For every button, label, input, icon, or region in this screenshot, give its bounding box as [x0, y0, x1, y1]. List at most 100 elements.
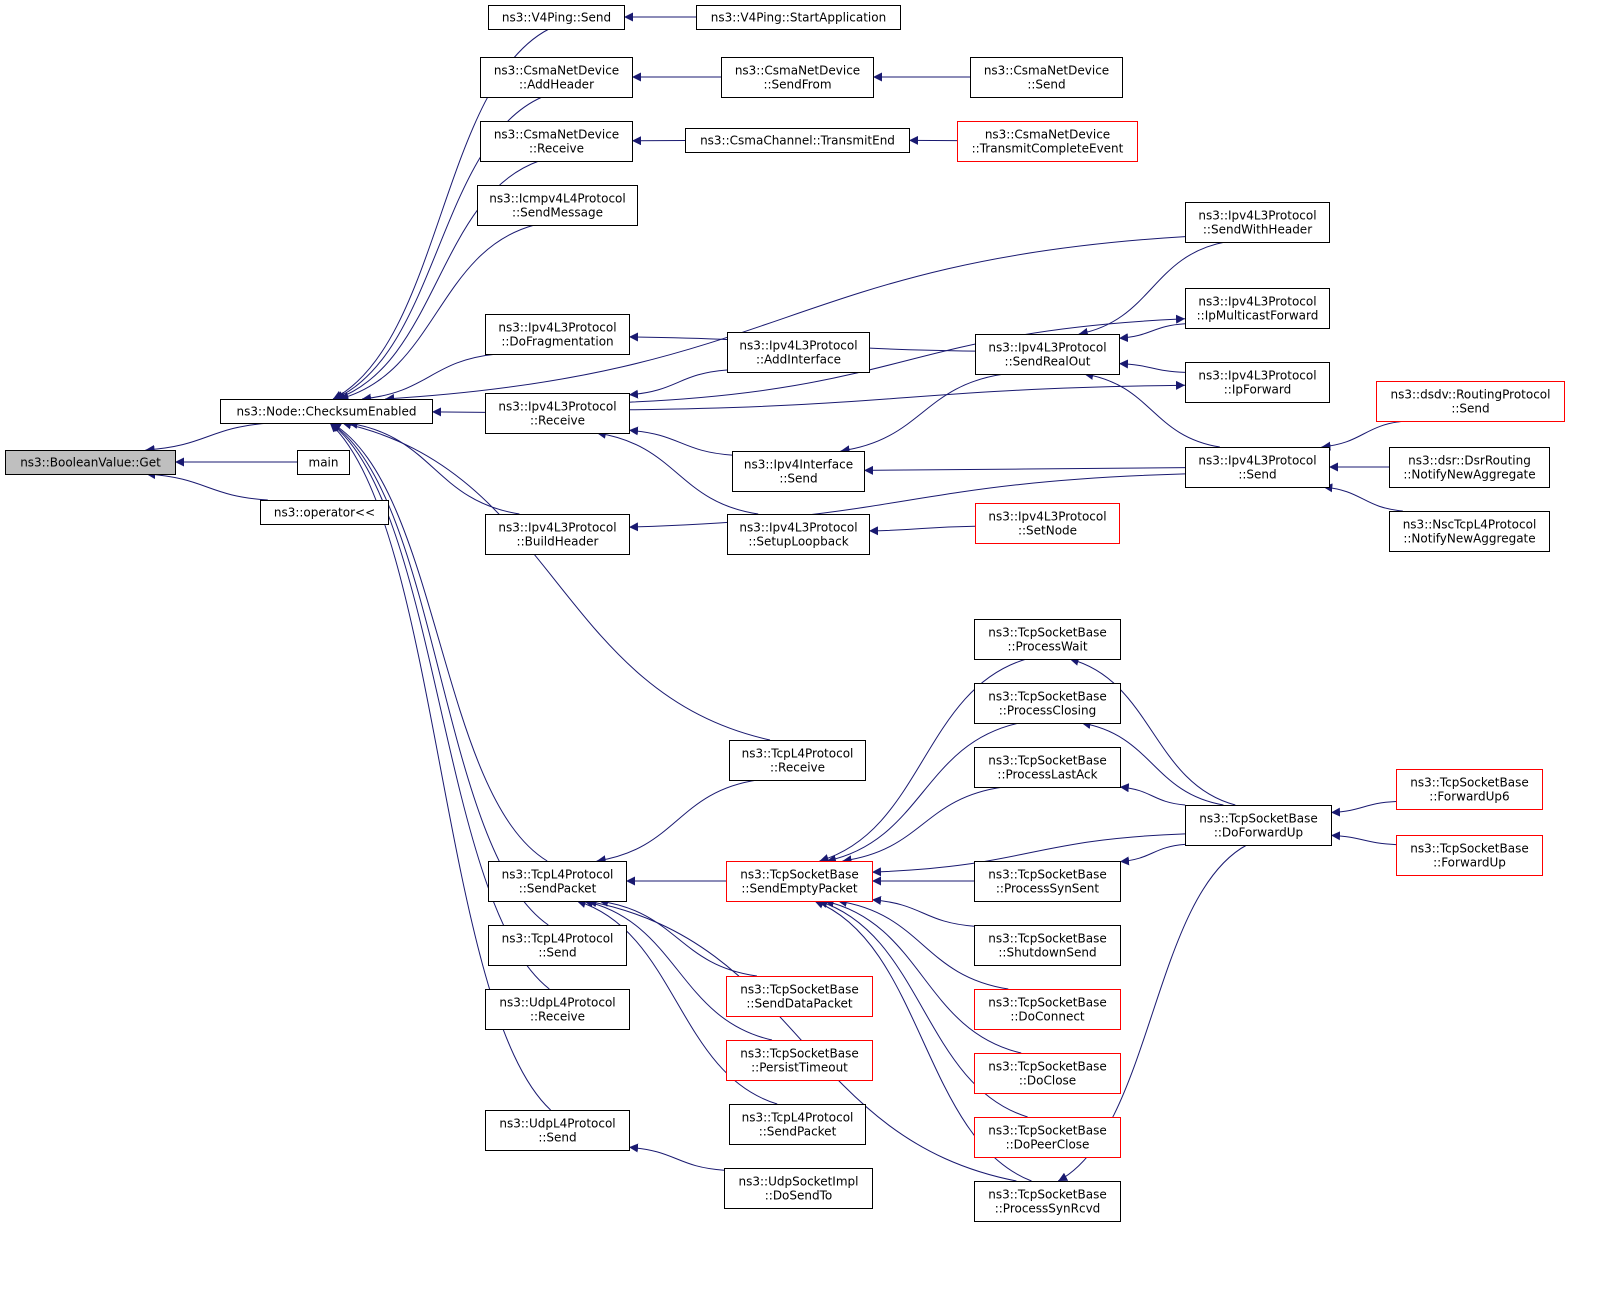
node-box[interactable] [726, 976, 873, 1017]
node-box[interactable] [727, 514, 870, 555]
node-ipv4l3-setuploopback[interactable]: ns3::Ipv4L3Protocol::SetupLoopback [727, 514, 870, 555]
node-box[interactable] [477, 185, 638, 226]
node-v4ping-send[interactable]: ns3::V4Ping::Send [488, 5, 625, 30]
node-tcpsb-doforwardup[interactable]: ns3::TcpSocketBase::DoForwardUp [1185, 805, 1332, 846]
node-box[interactable] [480, 57, 633, 98]
node-csma-send[interactable]: ns3::CsmaNetDevice::Send [970, 57, 1123, 98]
node-tcpsb-senddatapacket[interactable]: ns3::TcpSocketBase::SendDataPacket [726, 976, 873, 1017]
node-box[interactable] [480, 121, 633, 162]
node-box[interactable] [1389, 447, 1550, 488]
node-box[interactable] [1185, 202, 1330, 243]
node-box[interactable] [974, 683, 1121, 724]
node-node-checksumenabled[interactable]: ns3::Node::ChecksumEnabled [220, 399, 433, 424]
node-box[interactable] [488, 861, 627, 902]
node-box[interactable] [485, 393, 630, 434]
node-box[interactable] [726, 1040, 873, 1081]
node-box[interactable] [974, 747, 1121, 788]
node-tcpsb-shutdownsend[interactable]: ns3::TcpSocketBase::ShutdownSend [974, 925, 1121, 966]
node-tcpsb-processsynrcvd[interactable]: ns3::TcpSocketBase::ProcessSynRcvd [974, 1181, 1121, 1222]
node-box[interactable] [485, 514, 630, 555]
node-ipv4l3-setnode[interactable]: ns3::Ipv4L3Protocol::SetNode [975, 503, 1120, 544]
node-ipv4l3-receive[interactable]: ns3::Ipv4L3Protocol::Receive [485, 393, 630, 434]
node-tcpl4-receive[interactable]: ns3::TcpL4Protocol::Receive [729, 740, 866, 781]
node-box[interactable] [1396, 769, 1543, 810]
node-box[interactable] [220, 399, 433, 424]
node-tcpsb-forwardup6[interactable]: ns3::TcpSocketBase::ForwardUp6 [1396, 769, 1543, 810]
node-csma-receive[interactable]: ns3::CsmaNetDevice::Receive [480, 121, 633, 162]
node-box[interactable] [1396, 835, 1543, 876]
node-udpl4-receive[interactable]: ns3::UdpL4Protocol::Receive [485, 989, 630, 1030]
node-udpsocketimpl-dosendto[interactable]: ns3::UdpSocketImpl::DoSendTo [724, 1168, 873, 1209]
node-ipv4l3-dofragmentation[interactable]: ns3::Ipv4L3Protocol::DoFragmentation [485, 314, 630, 355]
node-ipv4interface-send[interactable]: ns3::Ipv4Interface::Send [732, 451, 865, 492]
node-dsdv-send[interactable]: ns3::dsdv::RoutingProtocol::Send [1376, 381, 1565, 422]
node-box[interactable] [729, 1104, 866, 1145]
node-nsctcp-notifynewaggregate[interactable]: ns3::NscTcpL4Protocol::NotifyNewAggregat… [1389, 511, 1550, 552]
node-box[interactable] [974, 925, 1121, 966]
node-box[interactable] [488, 925, 627, 966]
node-box[interactable] [974, 1117, 1121, 1158]
node-box[interactable] [1185, 805, 1332, 846]
node-box[interactable] [974, 619, 1121, 660]
node-tcpsb-processsynsent[interactable]: ns3::TcpSocketBase::ProcessSynSent [974, 861, 1121, 902]
node-box[interactable] [1376, 381, 1565, 422]
node-box[interactable] [485, 314, 630, 355]
node-box[interactable] [724, 1168, 873, 1209]
node-box[interactable] [5, 450, 176, 475]
node-box[interactable] [732, 451, 865, 492]
node-box[interactable] [974, 861, 1121, 902]
node-csma-sendfrom[interactable]: ns3::CsmaNetDevice::SendFrom [721, 57, 874, 98]
node-ipv4l3-ipforward[interactable]: ns3::Ipv4L3Protocol::IpForward [1185, 362, 1330, 403]
node-ipv4l3-ipmulticastforward[interactable]: ns3::Ipv4L3Protocol::IpMulticastForward [1185, 288, 1330, 329]
node-tcpsb-doclose[interactable]: ns3::TcpSocketBase::DoClose [974, 1053, 1121, 1094]
node-box[interactable] [1185, 288, 1330, 329]
node-box[interactable] [260, 500, 389, 525]
node-box[interactable] [957, 121, 1138, 162]
node-tcpsb-forwardup[interactable]: ns3::TcpSocketBase::ForwardUp [1396, 835, 1543, 876]
node-v4ping-startapplication[interactable]: ns3::V4Ping::StartApplication [696, 5, 901, 30]
node-tcpsb-persisttimeout[interactable]: ns3::TcpSocketBase::PersistTimeout [726, 1040, 873, 1081]
node-box[interactable] [970, 57, 1123, 98]
node-main[interactable]: main [297, 450, 350, 475]
node-box[interactable] [1185, 447, 1330, 488]
node-csmachannel-transmitend[interactable]: ns3::CsmaChannel::TransmitEnd [685, 128, 910, 153]
node-operator-shift[interactable]: ns3::operator<< [260, 500, 389, 525]
node-box[interactable] [685, 128, 910, 153]
node-box[interactable] [975, 334, 1120, 375]
node-box[interactable] [488, 5, 625, 30]
node-box[interactable] [297, 450, 350, 475]
node-box[interactable] [727, 332, 870, 373]
node-box[interactable] [485, 989, 630, 1030]
node-box[interactable] [975, 503, 1120, 544]
node-box[interactable] [974, 1053, 1121, 1094]
node-box[interactable] [974, 1181, 1121, 1222]
node-box[interactable] [974, 989, 1121, 1030]
node-box[interactable] [729, 740, 866, 781]
node-box[interactable] [1185, 362, 1330, 403]
node-tcpsb-processwait[interactable]: ns3::TcpSocketBase::ProcessWait [974, 619, 1121, 660]
node-tcpl4-sendpacket-2[interactable]: ns3::TcpL4Protocol::SendPacket [729, 1104, 866, 1145]
node-box[interactable] [1389, 511, 1550, 552]
node-box[interactable] [696, 5, 901, 30]
node-tcpsb-doconnect[interactable]: ns3::TcpSocketBase::DoConnect [974, 989, 1121, 1030]
node-box[interactable] [721, 57, 874, 98]
node-ipv4l3-addinterface[interactable]: ns3::Ipv4L3Protocol::AddInterface [727, 332, 870, 373]
node-ipv4l3-send[interactable]: ns3::Ipv4L3Protocol::Send [1185, 447, 1330, 488]
node-ipv4l3-sendwithheader[interactable]: ns3::Ipv4L3Protocol::SendWithHeader [1185, 202, 1330, 243]
node-dsr-notifynewaggregate[interactable]: ns3::dsr::DsrRouting::NotifyNewAggregate [1389, 447, 1550, 488]
node-tcpsb-sendemptypacket[interactable]: ns3::TcpSocketBase::SendEmptyPacket [726, 861, 873, 902]
node-ipv4l3-buildheader[interactable]: ns3::Ipv4L3Protocol::BuildHeader [485, 514, 630, 555]
node-csma-transmitcompleteevent[interactable]: ns3::CsmaNetDevice::TransmitCompleteEven… [957, 121, 1138, 162]
node-ipv4l3-sendrealout[interactable]: ns3::Ipv4L3Protocol::SendRealOut [975, 334, 1120, 375]
node-tcpsb-processlastack[interactable]: ns3::TcpSocketBase::ProcessLastAck [974, 747, 1121, 788]
node-booleanvalue-get[interactable]: ns3::BooleanValue::Get [5, 450, 176, 475]
node-csma-addheader[interactable]: ns3::CsmaNetDevice::AddHeader [480, 57, 633, 98]
node-tcpsb-processclosing[interactable]: ns3::TcpSocketBase::ProcessClosing [974, 683, 1121, 724]
node-icmpv4-sendmessage[interactable]: ns3::Icmpv4L4Protocol::SendMessage [477, 185, 638, 226]
node-box[interactable] [726, 861, 873, 902]
node-tcpl4-sendpacket[interactable]: ns3::TcpL4Protocol::SendPacket [488, 861, 627, 902]
node-udpl4-send[interactable]: ns3::UdpL4Protocol::Send [485, 1110, 630, 1151]
node-tcpsb-dopeerclose[interactable]: ns3::TcpSocketBase::DoPeerClose [974, 1117, 1121, 1158]
node-box[interactable] [485, 1110, 630, 1151]
node-tcpl4-send[interactable]: ns3::TcpL4Protocol::Send [488, 925, 627, 966]
